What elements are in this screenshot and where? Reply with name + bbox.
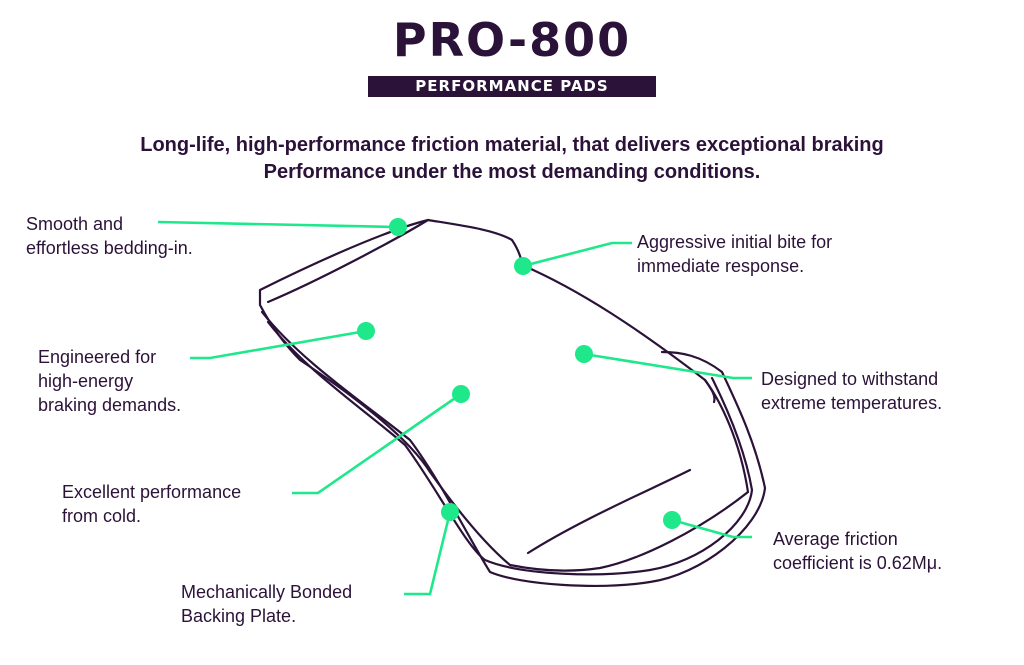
leader-line-backing xyxy=(404,511,452,596)
callout-engineered-line-2: high-energy xyxy=(38,371,134,391)
callout-friction: Average friction coefficient is 0.62Mμ. xyxy=(773,527,942,575)
callout-engineered-line-1: Engineered for xyxy=(38,347,157,367)
callout-temperature-line-2: extreme temperatures. xyxy=(761,393,943,413)
right-notch xyxy=(703,378,716,404)
callout-backing-line-2: Backing Plate. xyxy=(181,606,297,626)
callout-friction-line-1: Average friction xyxy=(773,529,898,549)
callout-cold-line-1: Excellent performance xyxy=(62,482,242,502)
pad-middle-layer xyxy=(266,320,754,576)
product-title: PRO-800 xyxy=(392,13,632,67)
marker-dot-bedding xyxy=(389,218,407,236)
callout-bedding-line-1: Smooth and xyxy=(26,214,124,234)
tagline-line-1: Long-life, high-performance friction mat… xyxy=(140,134,884,156)
callout-temperature: Designed to withstand extreme temperatur… xyxy=(761,367,942,415)
leader-line-temperature xyxy=(583,352,752,380)
product-subtitle-badge: PERFORMANCE PADS xyxy=(368,76,656,97)
callout-bite-line-1: Aggressive initial bite for xyxy=(637,232,833,252)
callout-temperature-line-1: Designed to withstand xyxy=(761,369,939,389)
backing-plate-outline xyxy=(260,310,767,587)
marker-dot-backing xyxy=(441,503,459,521)
marker-dot-cold xyxy=(452,385,470,403)
leader-line-bite xyxy=(522,241,632,268)
callout-engineered: Engineered for high-energy braking deman… xyxy=(38,345,181,417)
friction-face xyxy=(258,218,750,572)
callout-backing-line-1: Mechanically Bonded xyxy=(181,582,353,602)
leader-line-engineered xyxy=(190,329,367,360)
callout-bedding: Smooth and effortless bedding-in. xyxy=(26,212,193,260)
tagline: Long-life, high-performance friction mat… xyxy=(0,132,1024,186)
friction-face-edge xyxy=(266,218,430,304)
marker-dot-friction xyxy=(663,511,681,529)
callout-bedding-line-2: effortless bedding-in. xyxy=(26,238,193,258)
callout-cold-line-2: from cold. xyxy=(62,506,142,526)
callout-bite-line-2: immediate response. xyxy=(637,256,805,276)
callout-backing: Mechanically Bonded Backing Plate. xyxy=(181,580,352,628)
leader-line-cold xyxy=(292,392,462,495)
callout-friction-line-2: coefficient is 0.62Mμ. xyxy=(773,553,943,573)
leader-line-friction xyxy=(671,518,752,539)
tagline-line-2: Performance under the most demanding con… xyxy=(263,161,761,183)
callout-engineered-line-3: braking demands. xyxy=(38,395,182,415)
marker-dot-bite xyxy=(514,257,532,275)
callout-bite: Aggressive initial bite for immediate re… xyxy=(637,230,832,278)
callout-cold: Excellent performance from cold. xyxy=(62,480,241,528)
marker-dot-engineered xyxy=(357,322,375,340)
chamfer-line xyxy=(526,468,692,555)
leader-line-bedding xyxy=(157,220,399,229)
marker-dot-temperature xyxy=(575,345,593,363)
